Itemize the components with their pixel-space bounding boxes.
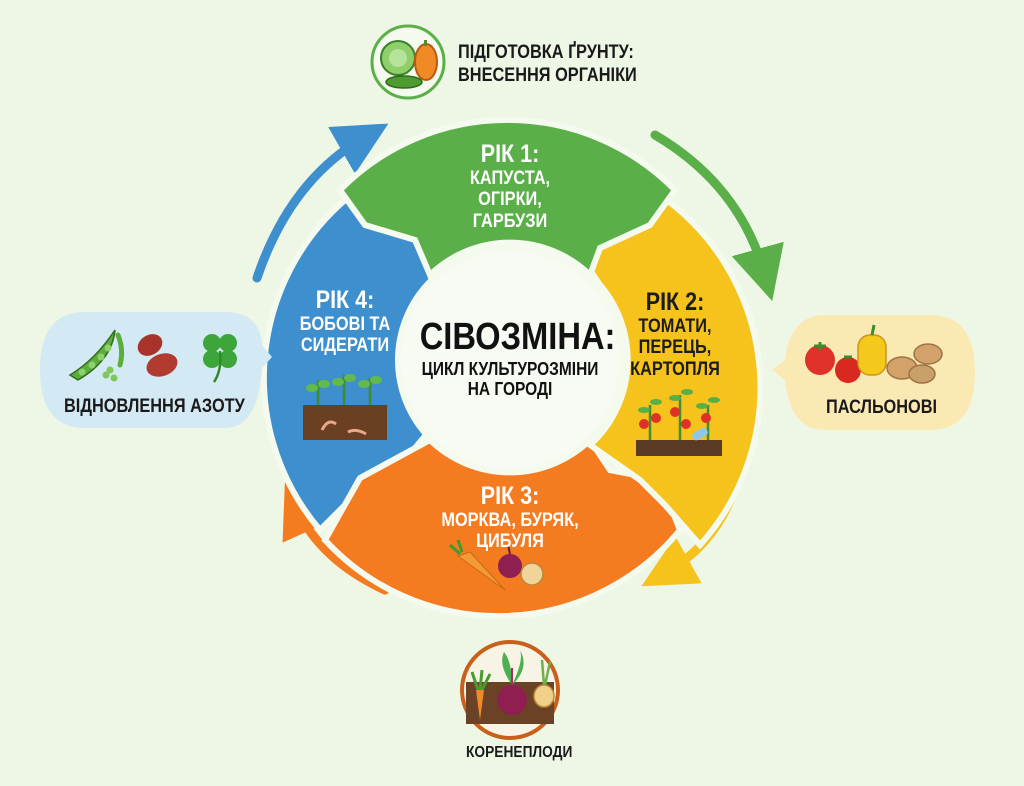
segment-year1: [336, 116, 679, 281]
center-circle: [395, 245, 625, 475]
top-callout-line2: ВНЕСЕННЯ ОРГАНІКИ: [458, 64, 637, 86]
year4-line1: БОБОВІ ТА: [299, 314, 391, 335]
segment-year2: [576, 191, 764, 550]
year4-title: РІК 4:: [315, 286, 375, 314]
year1-line2: ОГІРКИ,: [478, 189, 542, 211]
pea-bean-clover-icon: [68, 329, 237, 383]
tomato-pepper-potato-icon: [805, 324, 943, 384]
cabbage-pumpkin-cucumber-icon: [380, 40, 438, 89]
top-callout-line1: ПІДГОТОВКА ҐРУНТУ:: [458, 42, 634, 63]
year1-line3: ГАРБУЗИ: [472, 210, 548, 232]
segment-year4-text: РІК 4: БОБОВІ ТА СИДЕРАТИ: [285, 286, 405, 357]
year4-line2: СИДЕРАТИ: [300, 335, 390, 357]
bottom-callout-label: КОРЕНЕПЛОДИ: [466, 744, 573, 761]
tomato-plants-icon: [636, 389, 722, 456]
year1-line1: КАПУСТА,: [469, 168, 551, 189]
root-vegetables-icon: [448, 539, 544, 591]
left-callout-label: ВІДНОВЛЕННЯ АЗОТУ: [64, 396, 245, 417]
year3-line2: ЦИБУЛЯ: [476, 531, 544, 553]
segment-year1-text: РІК 1: КАПУСТА, ОГІРКИ, ГАРБУЗИ: [450, 140, 570, 232]
carrot-beet-onion-icon: [470, 650, 555, 720]
year3-title: РІК 3:: [480, 482, 540, 510]
center-subtitle-line1: ЦИКЛ КУЛЬТУРОЗМІНИ: [421, 358, 599, 379]
green-manure-soil-icon: [303, 374, 387, 440]
year1-title: РІК 1:: [480, 140, 540, 168]
arrow-top-left: [252, 123, 389, 283]
arrow-top-right: [650, 130, 784, 302]
center-label: СІВОЗМІНА: ЦИКЛ КУЛЬТУРОЗМІНИ НА ГОРОДІ: [419, 316, 616, 399]
segment-year2-text: РІК 2: ТОМАТИ, ПЕРЕЦЬ, КАРТОПЛЯ: [615, 288, 735, 380]
top-callout: ПІДГОТОВКА ҐРУНТУ: ВНЕСЕННЯ ОРГАНІКИ: [458, 42, 637, 88]
year2-line1: ТОМАТИ,: [638, 316, 712, 337]
arrow-bottom-left: [282, 482, 390, 595]
year2-line2: ПЕРЕЦЬ,: [638, 337, 712, 359]
center-subtitle-line2: НА ГОРОДІ: [467, 378, 553, 399]
center-title: СІВОЗМІНА:: [419, 316, 616, 358]
segment-year3-text: РІК 3: МОРКВА, БУРЯК, ЦИБУЛЯ: [433, 482, 588, 553]
right-callout-label: ПАСЛЬОНОВІ: [826, 397, 938, 418]
year3-line1: МОРКВА, БУРЯК,: [441, 510, 579, 531]
year2-line3: КАРТОПЛЯ: [630, 358, 720, 380]
year2-title: РІК 2:: [645, 288, 705, 316]
